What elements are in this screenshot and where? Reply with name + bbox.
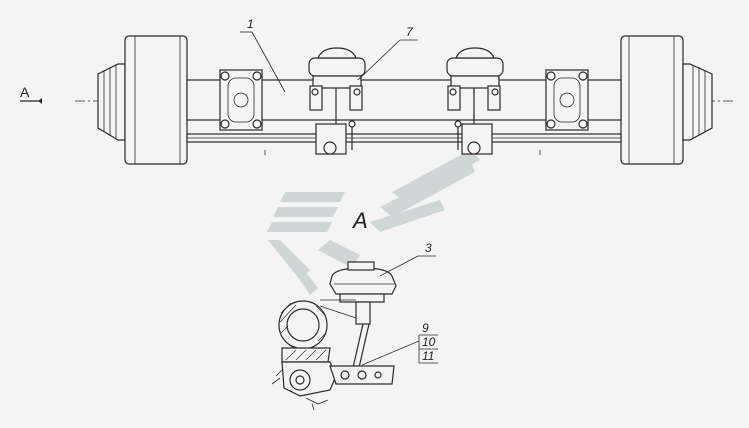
section-brake-chamber	[329, 261, 397, 325]
right-spring-seat	[545, 69, 589, 131]
axle-top-view: А 1 7	[20, 17, 735, 165]
callout-3: 3	[379, 241, 436, 277]
right-brake-chamber	[446, 47, 504, 155]
section-view-a: А	[271, 208, 438, 411]
callout-3-label: 3	[425, 241, 432, 255]
view-title: А	[351, 208, 368, 233]
section-axle-tube	[278, 299, 357, 350]
callout-1-label: 1	[247, 17, 254, 31]
left-brake-drum	[124, 35, 188, 165]
callout-11-label: 11	[422, 349, 434, 363]
section-bracket	[271, 347, 337, 397]
callout-1: 1	[240, 17, 286, 93]
callout-7: 7	[357, 25, 418, 81]
view-arrow: А	[20, 84, 42, 104]
callout-7-label: 7	[406, 25, 414, 39]
watermark-logo	[267, 150, 480, 295]
left-spring-seat	[219, 69, 263, 131]
callout-9-label: 9	[422, 321, 429, 335]
section-slack-adjuster	[305, 323, 395, 411]
right-hub	[682, 63, 713, 141]
callout-10-label: 10	[422, 335, 436, 349]
left-brake-chamber	[308, 47, 366, 155]
left-hub	[97, 63, 126, 141]
callout-9-10-11: 9 10 11	[361, 321, 438, 366]
section-marker-label: А	[20, 84, 30, 100]
